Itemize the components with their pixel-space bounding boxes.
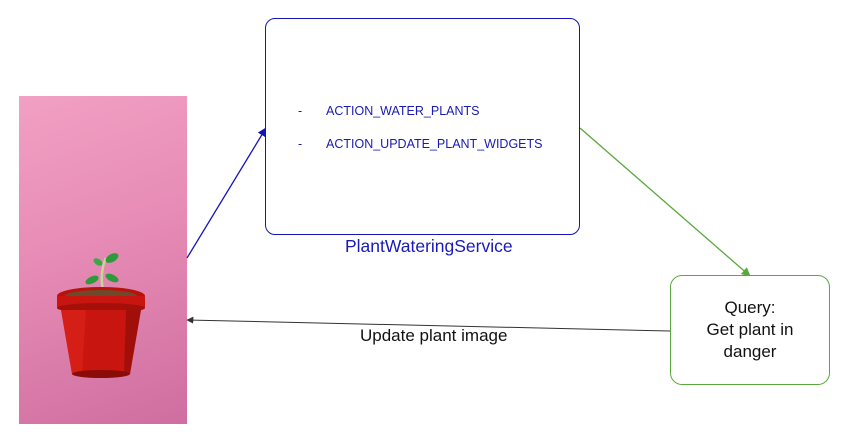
plant-widget [19, 96, 187, 424]
action-label: ACTION_UPDATE_PLANT_WIDGETS [326, 137, 543, 151]
widget-to-service-arrow [186, 127, 267, 259]
query-line-2: Get plant in [706, 320, 794, 339]
service-box: - ACTION_WATER_PLANTS - ACTION_UPDATE_PLAN… [265, 18, 580, 235]
service-to-query-arrow [579, 127, 751, 277]
query-line-1: Query: [724, 298, 776, 317]
action-label: ACTION_WATER_PLANTS [326, 104, 480, 118]
bullet-dash: - [298, 137, 303, 151]
action-item-water-plants: - ACTION_WATER_PLANTS [298, 104, 480, 118]
query-box: Query: Get plant in danger [670, 275, 830, 385]
query-to-widget-arrow [186, 316, 671, 332]
action-item-update-widgets: - ACTION_UPDATE_PLANT_WIDGETS [298, 137, 542, 151]
plant-pot-icon [57, 253, 145, 378]
update-edge-label: Update plant image [360, 326, 508, 345]
bullet-dash: - [298, 104, 303, 118]
query-line-3: danger [723, 342, 777, 361]
service-name-label: PlantWateringService [345, 236, 513, 256]
